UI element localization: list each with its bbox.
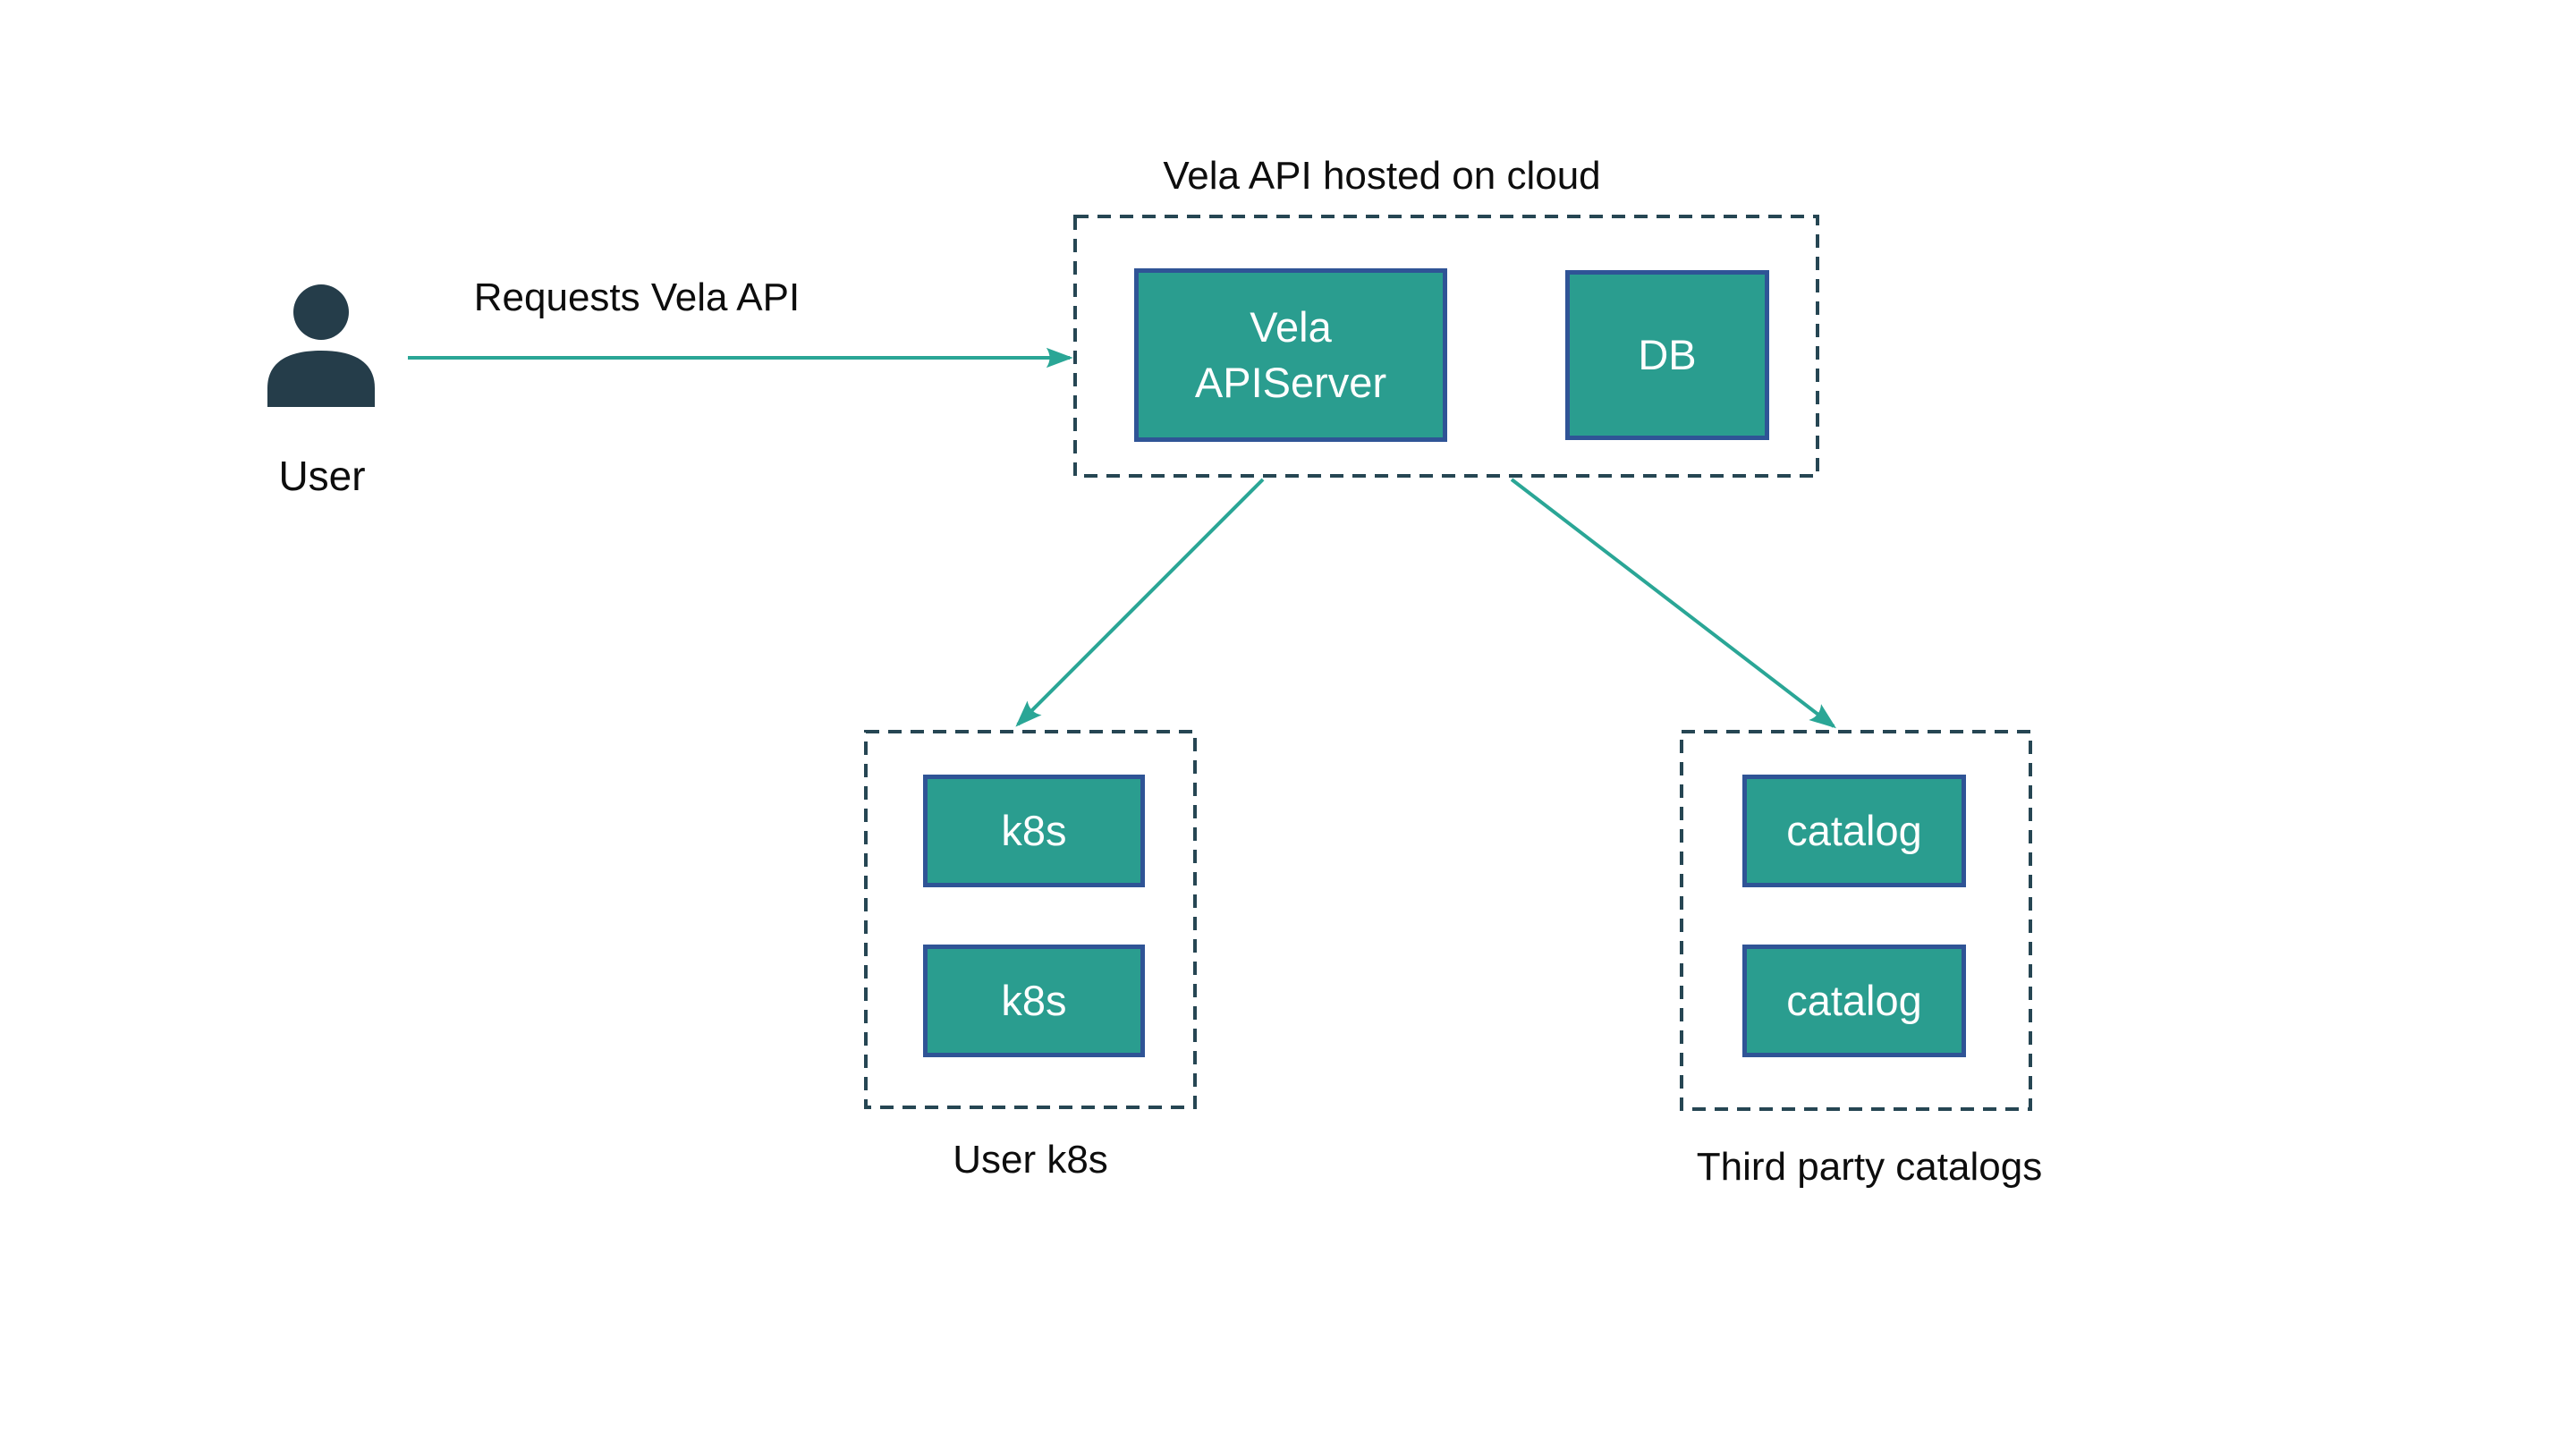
k8s-node-2-label: k8s (1001, 976, 1067, 1024)
db-node: DB (1565, 270, 1769, 440)
db-label: DB (1638, 330, 1697, 378)
cloud-group-border (1073, 215, 1819, 478)
catalog-node-1-label: catalog (1786, 806, 1922, 854)
k8s-node-1: k8s (923, 775, 1145, 887)
catalog-node-1: catalog (1742, 775, 1966, 887)
catalog-node-2: catalog (1742, 945, 1966, 1057)
catalogs-group-border (1680, 730, 2032, 1111)
cloud-group-title: Vela API hosted on cloud (1163, 154, 1601, 198)
catalogs-group-caption: Third party catalogs (1696, 1145, 2043, 1189)
request-arrow-label: Requests Vela API (473, 275, 801, 319)
k8s-node-1-label: k8s (1001, 806, 1067, 854)
user-k8s-group-caption: User k8s (953, 1138, 1108, 1182)
vela-apiserver-node: Vela APIServer (1134, 268, 1447, 442)
cloud-to-k8s-arrow (1015, 478, 1265, 727)
user-k8s-group-border (864, 730, 1197, 1109)
k8s-node-2: k8s (923, 945, 1145, 1057)
cloud-to-catalogs-arrow (1510, 478, 1836, 729)
catalog-node-2-label: catalog (1786, 976, 1922, 1024)
user-label: User (278, 453, 366, 499)
vela-apiserver-label: Vela APIServer (1194, 302, 1387, 406)
user-icon (267, 284, 375, 407)
